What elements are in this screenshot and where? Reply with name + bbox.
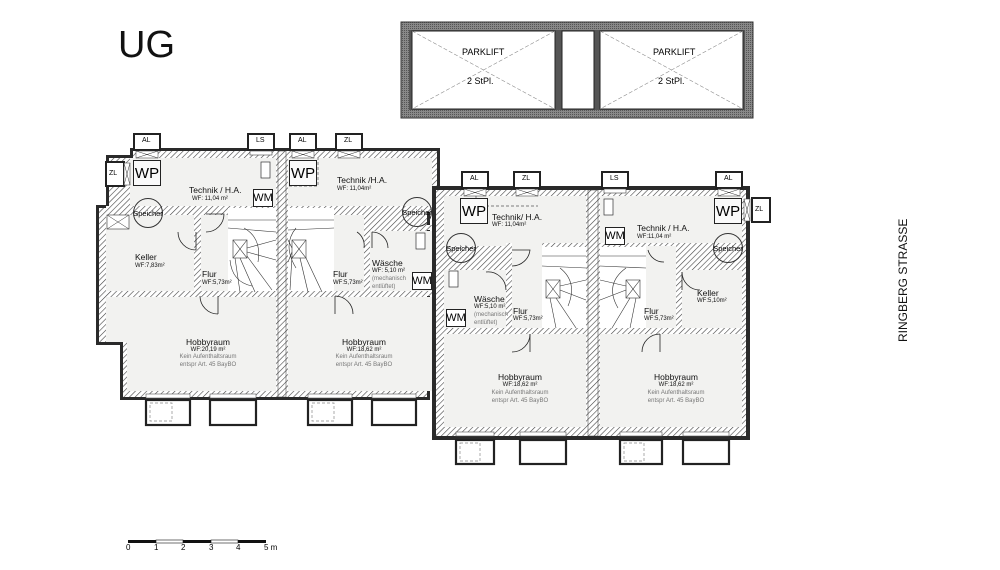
zl-tag-2: ZL <box>344 137 353 144</box>
heat-pump-3: WP <box>460 198 488 224</box>
scale-tick-2: 2 <box>181 543 186 552</box>
floor-title: UG <box>118 24 175 66</box>
room-technik-4: Technik / H.A. <box>637 223 690 233</box>
washing-machine-3: WM <box>446 309 466 327</box>
room-hobby-2-area: WF:18,62 m² <box>346 347 382 353</box>
room-waesche-2-area: WF: 5,10 m² <box>372 268 406 274</box>
al-tag-3: AL <box>470 175 479 182</box>
room-technik-3-area: WF: 11,04m² <box>492 222 527 228</box>
room-technik-2-area: WF: 11,04m² <box>337 186 372 192</box>
room-waesche-2: Wäsche <box>372 258 403 268</box>
scale-tick-3: 3 <box>209 543 214 552</box>
room-hobby-3-area: WF:18,62 m² <box>502 382 538 388</box>
washing-machine-1: WM <box>253 189 273 207</box>
room-hobby-1-area: WF:20,19 m² <box>190 347 226 353</box>
parklift-1-label: PARKLIFT <box>462 47 505 57</box>
room-keller-1-area: WF:7,83m² <box>135 263 165 269</box>
room-hobby-4: Hobbyraum <box>654 372 698 382</box>
zl-tag-4: ZL <box>755 206 764 213</box>
room-technik-2: Technik /H.A. <box>337 175 388 185</box>
room-keller-4-area: WF:5,10m² <box>697 298 727 304</box>
street-label: RINGBERG STRASSE <box>896 218 910 342</box>
storage-tank-4: Speicher <box>713 233 743 263</box>
ls-tag-1: LS <box>256 137 265 144</box>
room-technik-4-area: WF:11,04 m² <box>637 234 672 240</box>
scale-tick-4: 4 <box>236 543 241 552</box>
room-flur-2-area: WF:5,73m² <box>333 280 363 286</box>
room-flur-3-area: WF:5,73m² <box>513 316 543 322</box>
room-hobby-2: Hobbyraum <box>342 337 386 347</box>
room-flur-2: Flur <box>333 269 348 279</box>
parklift-1-capacity: 2 StPl. <box>467 76 494 86</box>
scale-bar <box>128 539 266 544</box>
room-technik-1-area: WF: 11,04 m² <box>192 196 228 202</box>
room-waesche-3-area: WF:5,10 m² <box>474 304 506 310</box>
zl-tag-3: ZL <box>522 175 531 182</box>
room-technik-3: Technik/ H.A. <box>492 212 543 222</box>
storage-tank-2: Speicher <box>402 197 432 227</box>
room-hobby-3: Hobbyraum <box>498 372 542 382</box>
room-waesche-3: Wäsche <box>474 294 505 304</box>
storage-tank-3: Speicher <box>446 233 476 263</box>
right-block <box>432 186 750 466</box>
room-flur-4: Flur <box>644 306 659 316</box>
room-technik-1: Technik / H.A. <box>189 185 242 195</box>
al-tag-2: AL <box>298 137 307 144</box>
room-keller-4: Keller <box>697 288 719 298</box>
al-tag-4: AL <box>724 175 733 182</box>
room-flur-1-area: WF:5,73m² <box>202 280 232 286</box>
al-tag-1: AL <box>142 137 151 144</box>
parklift-2-label: PARKLIFT <box>653 47 696 57</box>
storage-tank-1: Speicher <box>133 198 163 228</box>
heat-pump-1: WP <box>133 160 161 186</box>
room-flur-3: Flur <box>513 306 528 316</box>
washing-machine-4: WM <box>605 227 625 245</box>
ls-tag-4: LS <box>610 175 619 182</box>
room-hobby-1: Hobbyraum <box>186 337 230 347</box>
room-flur-1: Flur <box>202 269 217 279</box>
parking-structure <box>400 21 754 119</box>
room-flur-4-area: WF:5,73m² <box>644 316 674 322</box>
scale-tick-5: 5 m <box>264 543 278 552</box>
room-keller-1: Keller <box>135 252 157 262</box>
parklift-2-capacity: 2 StPl. <box>658 76 685 86</box>
room-hobby-4-area: WF:18,62 m² <box>658 382 694 388</box>
heat-pump-2: WP <box>289 160 317 186</box>
zl-tag-1: ZL <box>109 170 118 177</box>
heat-pump-4: WP <box>714 198 742 224</box>
scale-tick-0: 0 <box>126 543 131 552</box>
left-block <box>96 148 440 427</box>
washing-machine-2: WM <box>412 272 432 290</box>
scale-tick-1: 1 <box>154 543 159 552</box>
